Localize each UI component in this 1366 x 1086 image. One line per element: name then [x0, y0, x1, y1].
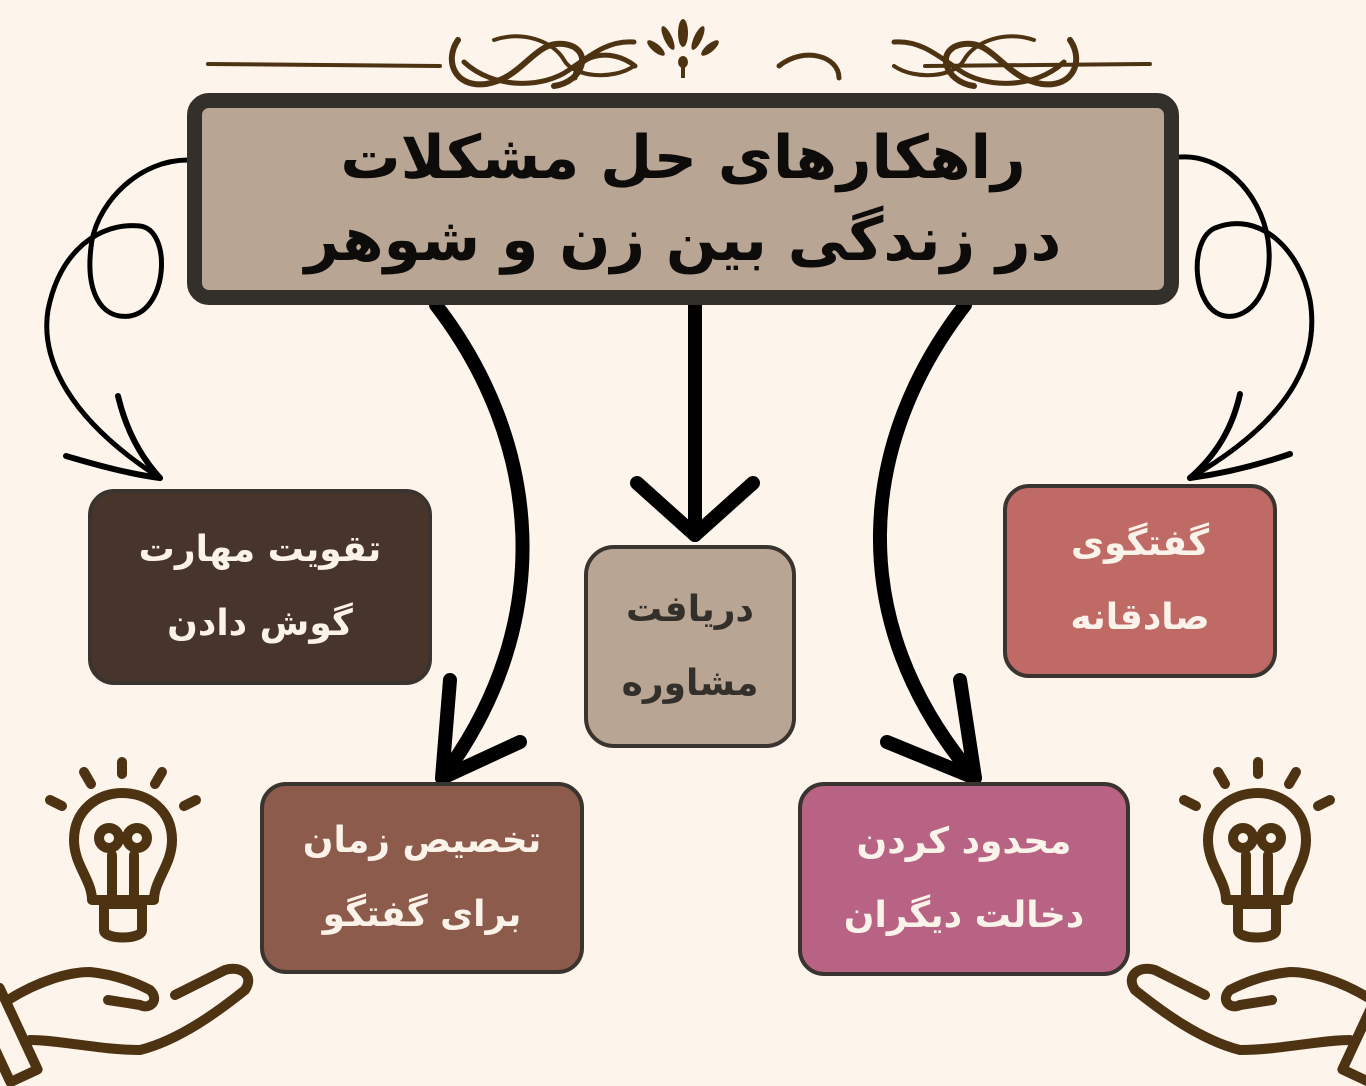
flourish-divider-icon [206, 34, 1152, 89]
title-line-1: راهکارهای حل مشکلات [340, 123, 1026, 193]
node-honest-talk-line-1: گفتگوی [1070, 523, 1210, 564]
node-time-for-talk-line-1: تخصیص زمان [302, 820, 542, 861]
node-time-for-talk-line-2: برای گفتگو [322, 894, 522, 935]
node-time-for-talk: تخصیص زمان برای گفتگو [260, 782, 584, 974]
node-listening: تقویت مهارت گوش دادن [88, 489, 432, 685]
fan-ornament-icon [647, 19, 719, 78]
node-limit-interference-line-2: دخالت دیگران [843, 895, 1085, 936]
node-limit-interference: محدود کردن دخالت دیگران [798, 782, 1130, 976]
title-box: راهکارهای حل مشکلات در زندگی بین زن و شو… [187, 93, 1179, 305]
lightbulb-in-hand-icon-right [1126, 757, 1366, 1086]
center-arrows [429, 298, 982, 785]
node-counseling-line-1: دریافت [626, 588, 754, 630]
title-line-2: در زندگی بین زن و شوهر [304, 205, 1062, 275]
right-curly-arrow [1177, 154, 1315, 481]
node-honest-talk: گفتگوی صادقانه [1003, 484, 1277, 678]
node-counseling-line-2: مشاوره [621, 662, 759, 704]
left-curly-arrow [44, 157, 191, 481]
node-listening-line-2: گوش دادن [167, 603, 353, 644]
node-limit-interference-line-1: محدود کردن [856, 821, 1072, 862]
lightbulb-in-hand-icon-left [0, 757, 254, 1086]
node-listening-line-1: تقویت مهارت [138, 529, 382, 570]
node-counseling: دریافت مشاوره [584, 545, 796, 748]
node-honest-talk-line-2: صادقانه [1070, 597, 1210, 638]
